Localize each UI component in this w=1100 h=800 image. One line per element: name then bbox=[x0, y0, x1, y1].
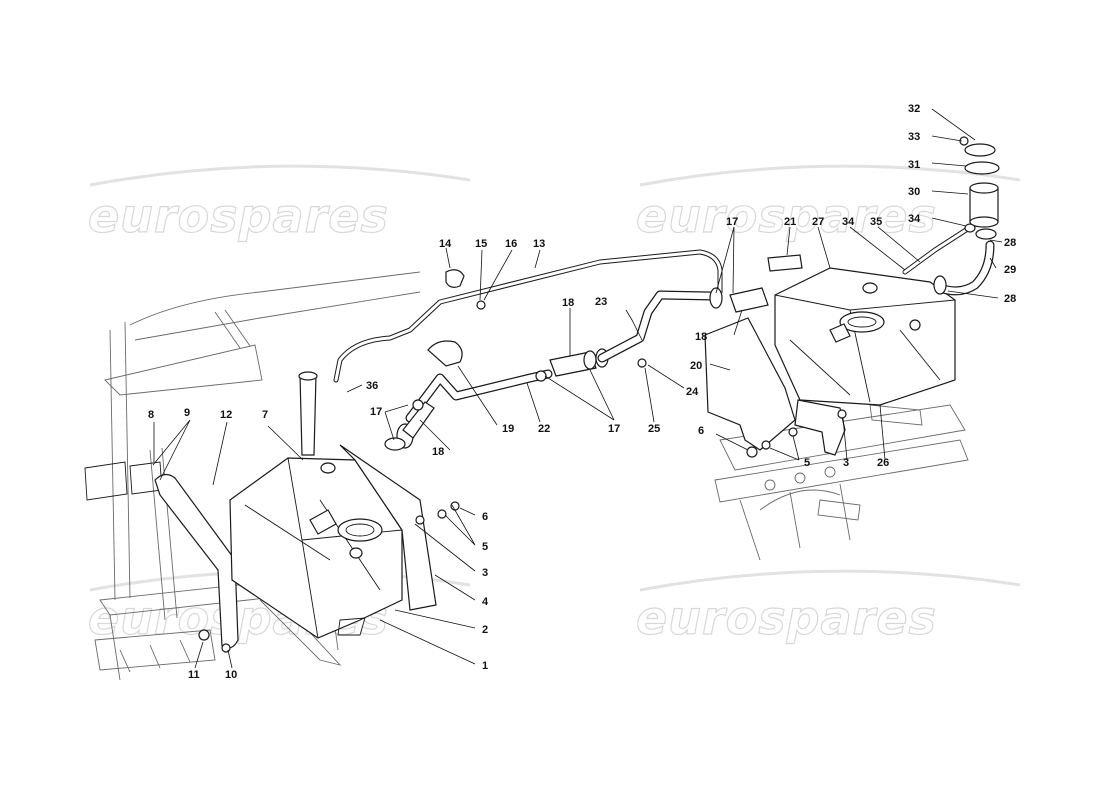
callout-16: 16 bbox=[505, 238, 517, 250]
callout-24: 24 bbox=[686, 386, 699, 398]
callout-34-upper: 34 bbox=[908, 213, 921, 225]
callout-35: 35 bbox=[870, 216, 882, 228]
watermark-top-left: eurospares bbox=[88, 189, 389, 243]
callout-18-right: 18 bbox=[695, 331, 707, 343]
callout-10: 10 bbox=[225, 669, 237, 681]
callout-29: 29 bbox=[1004, 264, 1016, 276]
callout-2: 2 bbox=[482, 624, 488, 636]
callout-5: 5 bbox=[482, 541, 488, 553]
callout-36: 36 bbox=[366, 380, 378, 392]
callout-7: 7 bbox=[262, 409, 268, 421]
callout-31: 31 bbox=[908, 159, 920, 171]
callout-21: 21 bbox=[784, 216, 796, 228]
callout-20: 20 bbox=[690, 360, 702, 372]
callout-28-lower: 28 bbox=[1004, 293, 1016, 305]
callout-8: 8 bbox=[148, 409, 154, 421]
right-chassis-frame bbox=[714, 404, 969, 561]
callout-3-right: 3 bbox=[843, 457, 849, 469]
callout-23: 23 bbox=[595, 296, 607, 308]
callout-5-right: 5 bbox=[804, 457, 810, 469]
callout-17-left: 17 bbox=[370, 406, 382, 418]
callout-17-center: 17 bbox=[608, 423, 620, 435]
callout-28-upper: 28 bbox=[1004, 237, 1016, 249]
callout-26: 26 bbox=[877, 457, 889, 469]
callout-18-left: 18 bbox=[432, 446, 444, 458]
vent-pipe-assembly bbox=[333, 249, 769, 451]
callout-labels: 1 2 3 4 5 6 7 8 9 10 11 12 13 14 15 16 1… bbox=[148, 103, 1016, 681]
callout-11: 11 bbox=[188, 669, 200, 681]
callout-33: 33 bbox=[908, 131, 920, 143]
callout-25: 25 bbox=[648, 423, 660, 435]
callout-1: 1 bbox=[482, 660, 488, 672]
callout-6: 6 bbox=[482, 511, 488, 523]
callout-12: 12 bbox=[220, 409, 232, 421]
right-fuel-tank bbox=[704, 136, 1000, 458]
watermark-bottom-right: eurospares bbox=[636, 591, 937, 645]
left-fuel-tank bbox=[154, 371, 460, 653]
callout-32: 32 bbox=[908, 103, 920, 115]
callout-18-center: 18 bbox=[562, 297, 574, 309]
callout-27: 27 bbox=[812, 216, 824, 228]
callout-4: 4 bbox=[482, 596, 489, 608]
callout-17-right: 17 bbox=[726, 216, 738, 228]
leader-lines bbox=[152, 108, 1003, 669]
callout-6-right: 6 bbox=[698, 425, 704, 437]
callout-14: 14 bbox=[439, 238, 452, 250]
callout-9: 9 bbox=[184, 407, 190, 419]
callout-22: 22 bbox=[538, 423, 550, 435]
callout-30: 30 bbox=[908, 186, 920, 198]
callout-15: 15 bbox=[475, 238, 487, 250]
callout-19: 19 bbox=[502, 423, 514, 435]
callout-13: 13 bbox=[533, 238, 545, 250]
callout-3: 3 bbox=[482, 567, 488, 579]
callout-34-lower: 34 bbox=[842, 216, 855, 228]
